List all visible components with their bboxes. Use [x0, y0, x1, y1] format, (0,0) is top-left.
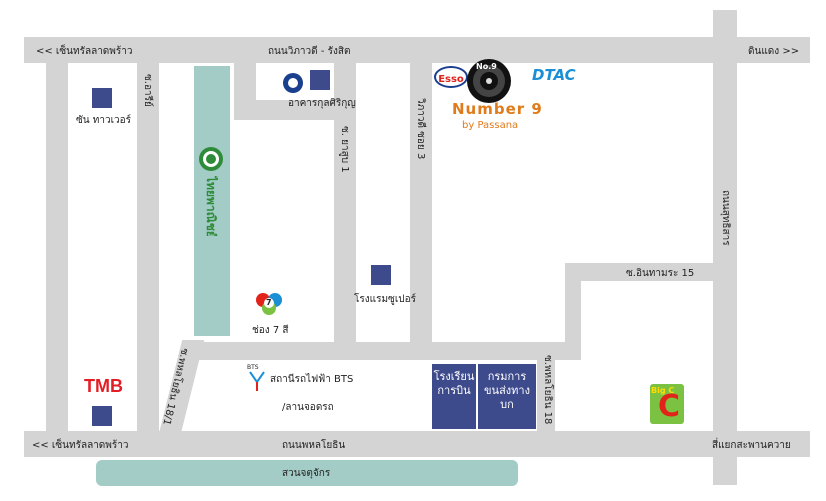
soi-yasub-label: ซ. ยาสูบ 1 — [339, 126, 350, 173]
chatuchak-park — [96, 460, 518, 486]
dtac-logo: DTAC — [532, 66, 576, 84]
bigc-c-mark: C — [658, 389, 681, 424]
tmb-building — [92, 406, 112, 426]
sun-tower-building — [92, 88, 112, 108]
sun-tower-label: ซัน ทาวเวอร์ — [76, 115, 132, 126]
soi-left2-road — [137, 58, 159, 438]
kulsiri-building — [310, 70, 330, 90]
soi-phahon18-road — [537, 350, 555, 435]
channel7-logo-icon — [256, 293, 282, 315]
transport-dept-building: กรมการ ขนส่งทางบก — [478, 364, 536, 429]
bottom-left-direction: << เซ็นทรัลลาดพร้าว — [32, 440, 129, 451]
soi-ari-road — [46, 58, 68, 438]
transport-dept-label: กรมการ ขนส่งทางบก — [484, 370, 530, 411]
soi-inthamara-down — [565, 263, 581, 360]
bigc-logo-text: Big C — [651, 386, 675, 395]
esso-logo: Esso — [434, 66, 468, 88]
channel7-label: ช่อง 7 สี — [252, 325, 289, 336]
right-road-label: ถนนสุทธิสาร — [720, 190, 731, 246]
bank-seal-icon — [199, 147, 223, 171]
chatuchak-park-label: สวนจตุจักร — [282, 468, 331, 479]
park-vertical-label: ไทยพาณิชย์ — [198, 176, 226, 236]
number9-emblem-icon — [467, 59, 511, 103]
park-vertical-text: ไทยพาณิชย์ — [204, 176, 218, 236]
kulsiri-road-horizontal — [234, 100, 344, 120]
bottom-right-direction: สี่แยกสะพานควาย — [712, 440, 791, 451]
number9-emblem-text: No.9 — [476, 62, 497, 71]
bts-logo-icon — [249, 371, 265, 391]
esso-logo-text: Esso — [438, 74, 464, 85]
soi-vibhavadi3-label: วิภาวดี ซอย 3 — [415, 98, 426, 160]
soi-yasub-road — [334, 58, 356, 358]
aviation-school-building: โรงเรียน การบิน — [432, 364, 476, 429]
kulsiri-label: อาคารกุลศิริกุญ — [288, 98, 356, 109]
park-vertical — [194, 66, 230, 336]
krungthai-logo-icon — [283, 73, 303, 93]
soi-phahon18-label: ซ.พหลโยธิน 18 — [542, 355, 553, 425]
super-hotel-building — [371, 265, 391, 285]
number9-title: Number 9 — [452, 100, 543, 118]
top-left-direction: << เซ็นทรัลลาดพร้าว — [36, 46, 133, 57]
channel7-mark: 7 — [266, 298, 272, 307]
soi-vibhavadi3-road — [410, 58, 432, 358]
aviation-school-label: โรงเรียน การบิน — [433, 370, 475, 397]
tmb-logo-text: TMB — [84, 376, 123, 396]
middle-cross-road — [185, 342, 581, 360]
soi-ari-label: ซ.อารีย์ — [142, 74, 153, 107]
bigc-logo: Big C C — [650, 384, 684, 424]
bts-station-label: สถานีรถไฟฟ้า BTS — [270, 374, 354, 385]
bts-mark: BTS — [247, 364, 259, 371]
super-hotel-label: โรงแรมซูเปอร์ — [354, 294, 416, 305]
tmb-logo: TMB — [84, 376, 123, 397]
bottom-road-label: ถนนพหลโยธิน — [282, 440, 346, 451]
right-road — [713, 10, 737, 485]
parking-label: /ลานจอดรถ — [282, 402, 334, 413]
top-right-direction: ดินแดง >> — [748, 46, 800, 57]
number9-subtitle: by Passana — [462, 120, 519, 131]
soi-inthamara-road — [565, 263, 725, 281]
top-road-label: ถนนวิภาวดี - รังสิต — [268, 46, 351, 57]
soi-inthamara-label: ซ.อินทามระ 15 — [626, 268, 695, 279]
